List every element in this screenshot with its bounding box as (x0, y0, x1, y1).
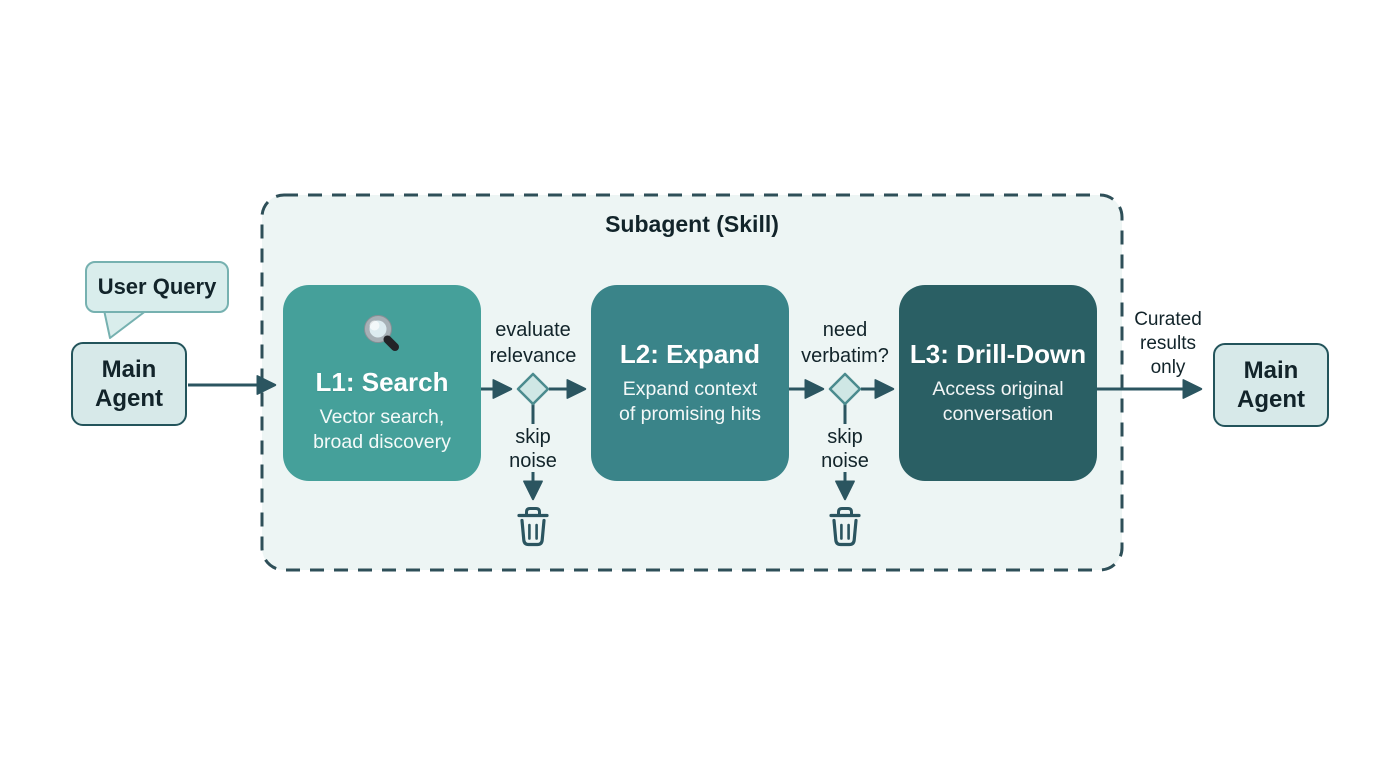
user-query-bubble: User Query (85, 261, 229, 313)
stage-l2-subtitle: Expand context of promising hits (619, 378, 761, 425)
output-annotation: Curated results only (1134, 309, 1202, 378)
decision-diamond-1 (516, 372, 550, 406)
trash-icon (829, 507, 861, 547)
subagent-title: Subagent (Skill) (605, 211, 779, 237)
stage-l2-expand: L2: Expand Expand context of promising h… (591, 285, 789, 481)
decision2-question: need verbatim? (801, 319, 889, 367)
decision1-reject-label: skip noise (509, 426, 557, 473)
speech-bubble-tail (103, 309, 148, 339)
trash-icon (517, 507, 549, 547)
main-agent-input-label: Main Agent (95, 355, 163, 412)
main-agent-input-box: Main Agent (71, 342, 187, 426)
user-query-label: User Query (97, 274, 217, 299)
main-agent-output-label: Main Agent (1237, 356, 1305, 413)
magnifier-icon (359, 312, 405, 360)
stage-l1-title: L1: Search (315, 366, 449, 397)
stage-l3-title: L3: Drill-Down (909, 339, 1087, 370)
stage-l3-drilldown: L3: Drill-Down Access original conversat… (899, 285, 1097, 481)
decision1-question: evaluate relevance (489, 319, 577, 367)
stage-l1-subtitle: Vector search, broad discovery (313, 405, 451, 453)
main-agent-output-box: Main Agent (1213, 343, 1329, 427)
decision-diamond-2 (828, 372, 862, 406)
stage-l1-search: L1: Search Vector search, broad discover… (283, 285, 481, 481)
decision2-reject-label: skip noise (821, 426, 869, 473)
stage-l3-subtitle: Access original conversation (932, 378, 1064, 425)
stage-l2-title: L2: Expand (619, 339, 761, 370)
